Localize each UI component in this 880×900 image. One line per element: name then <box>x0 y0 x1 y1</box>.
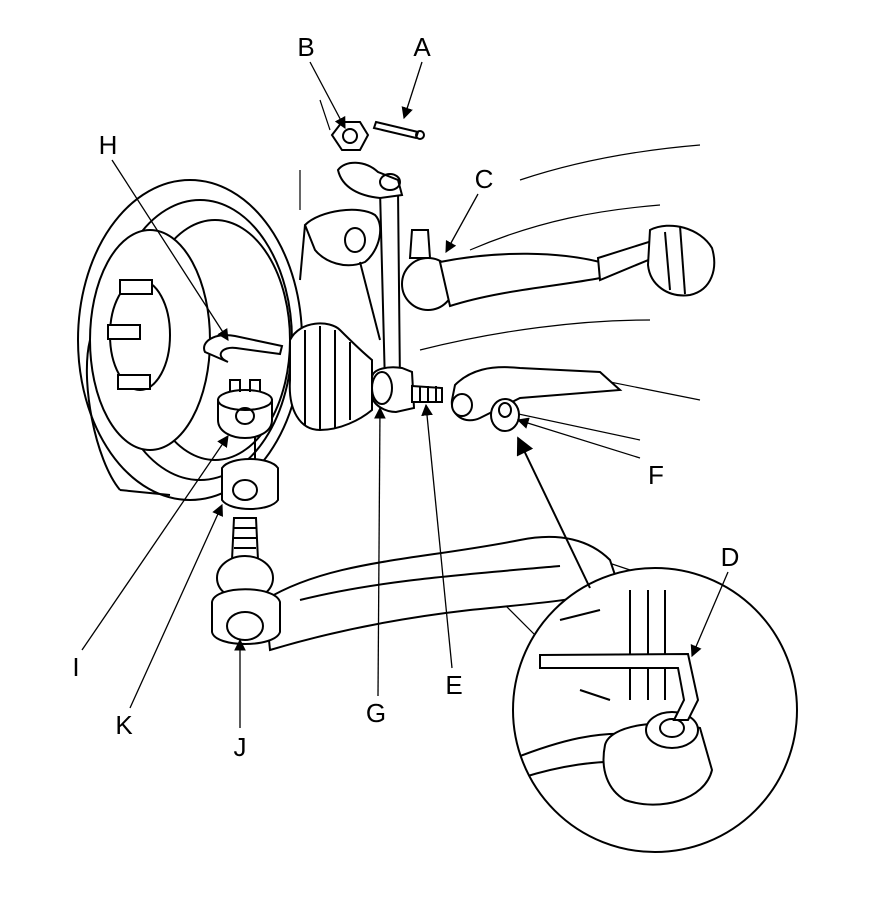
castle-nut-b <box>330 121 370 151</box>
callout-i: I <box>72 652 79 682</box>
castle-nut-i <box>217 379 273 440</box>
ball-joint-j <box>211 517 281 645</box>
leader-inset <box>516 436 591 589</box>
cotter-pin-h <box>203 334 284 363</box>
drive-shaft-boot <box>288 322 373 432</box>
leader-g <box>374 406 386 697</box>
callout-j: J <box>234 732 247 762</box>
leader-d <box>690 571 729 658</box>
callout-d: D <box>721 542 740 572</box>
callout-g: G <box>366 698 386 728</box>
stabilizer-link-lower-end <box>371 366 443 414</box>
callout-f: F <box>648 460 664 490</box>
cotter-pin-a <box>372 120 425 140</box>
leader-b <box>309 61 346 130</box>
tie-rod-end-c <box>401 224 716 311</box>
leader-f <box>516 417 641 459</box>
leader-i <box>81 435 229 651</box>
callout-h: H <box>99 130 118 160</box>
callout-labels: A B C D E F G H I J K <box>72 32 739 762</box>
inset-detail-circle <box>512 567 798 853</box>
callout-b: B <box>297 32 314 62</box>
knuckle-k <box>221 458 279 510</box>
leader-lines <box>81 61 729 728</box>
leader-e <box>421 403 453 669</box>
leader-h <box>111 159 229 341</box>
leader-a <box>401 61 423 120</box>
upper-knuckle-bracket <box>299 208 382 341</box>
leader-c <box>445 193 479 254</box>
callout-c: C <box>475 164 494 194</box>
brake-disc-hub <box>77 179 303 501</box>
leader-k <box>129 503 223 709</box>
stabilizer-link <box>336 161 404 386</box>
callout-e: E <box>445 670 462 700</box>
stabilizer-bar-bracket <box>450 366 623 432</box>
callout-a: A <box>413 32 431 62</box>
callout-k: K <box>115 710 133 740</box>
